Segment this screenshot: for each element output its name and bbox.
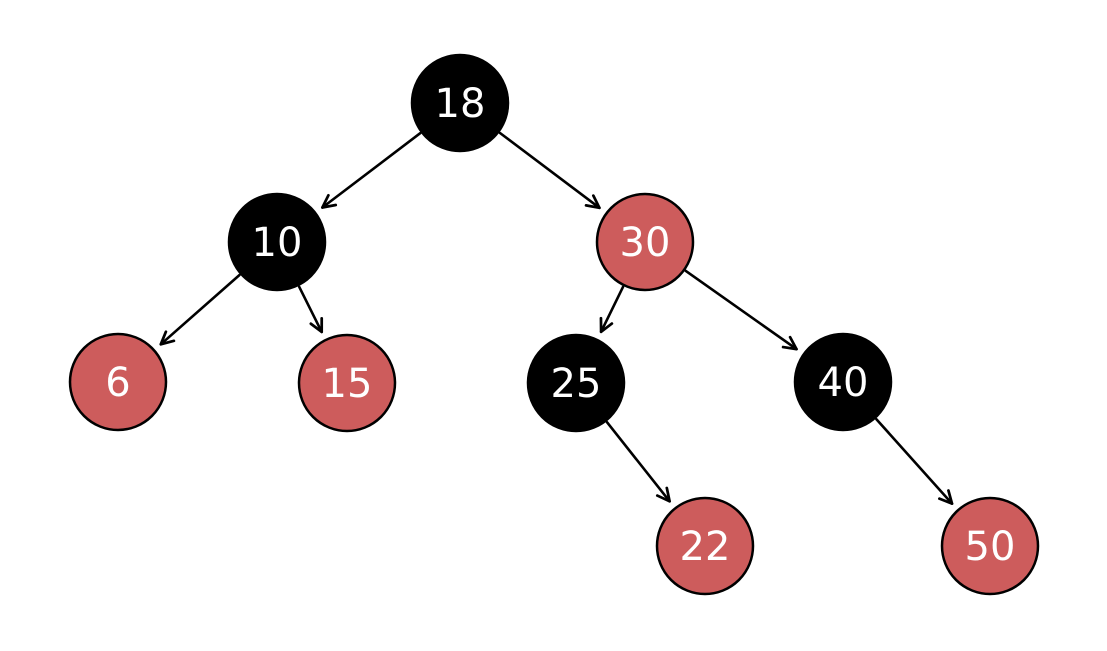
- node-circle: [410, 53, 510, 153]
- edge-30-40: [684, 269, 798, 351]
- edge-40-50: [875, 417, 954, 505]
- tree-node-25: 25: [526, 333, 626, 433]
- tree-node-30: 30: [595, 192, 695, 292]
- edge-10-15: [297, 285, 324, 334]
- node-value: 18: [435, 81, 486, 127]
- tree-node-6: 6: [68, 332, 168, 432]
- node-circle: [227, 192, 327, 292]
- node-circle: [595, 192, 695, 292]
- tree-node-50: 50: [940, 496, 1040, 596]
- node-value: 40: [818, 360, 869, 406]
- node-value: 25: [551, 361, 602, 407]
- node-circle: [940, 496, 1040, 596]
- edge-30-25: [599, 285, 625, 334]
- nodes-layer: 18 10 30 6 15 25 40 22 50: [68, 53, 1040, 596]
- node-value: 22: [680, 524, 731, 570]
- node-value: 10: [252, 220, 303, 266]
- tree-node-22: 22: [655, 496, 755, 596]
- node-circle: [297, 333, 397, 433]
- node-value: 6: [105, 360, 130, 406]
- tree-node-40: 40: [793, 332, 893, 432]
- node-value: 30: [620, 220, 671, 266]
- node-circle: [793, 332, 893, 432]
- node-circle: [526, 333, 626, 433]
- tree-node-15: 15: [297, 333, 397, 433]
- tree-node-10: 10: [227, 192, 327, 292]
- node-circle: [68, 332, 168, 432]
- edges-layer: [159, 131, 954, 505]
- node-value: 15: [322, 361, 373, 407]
- edge-18-10: [321, 131, 422, 209]
- edge-25-22: [605, 420, 671, 503]
- edge-18-30: [498, 131, 601, 210]
- edge-10-6: [159, 273, 241, 346]
- node-value: 50: [965, 524, 1016, 570]
- tree-node-18: 18: [410, 53, 510, 153]
- node-circle: [655, 496, 755, 596]
